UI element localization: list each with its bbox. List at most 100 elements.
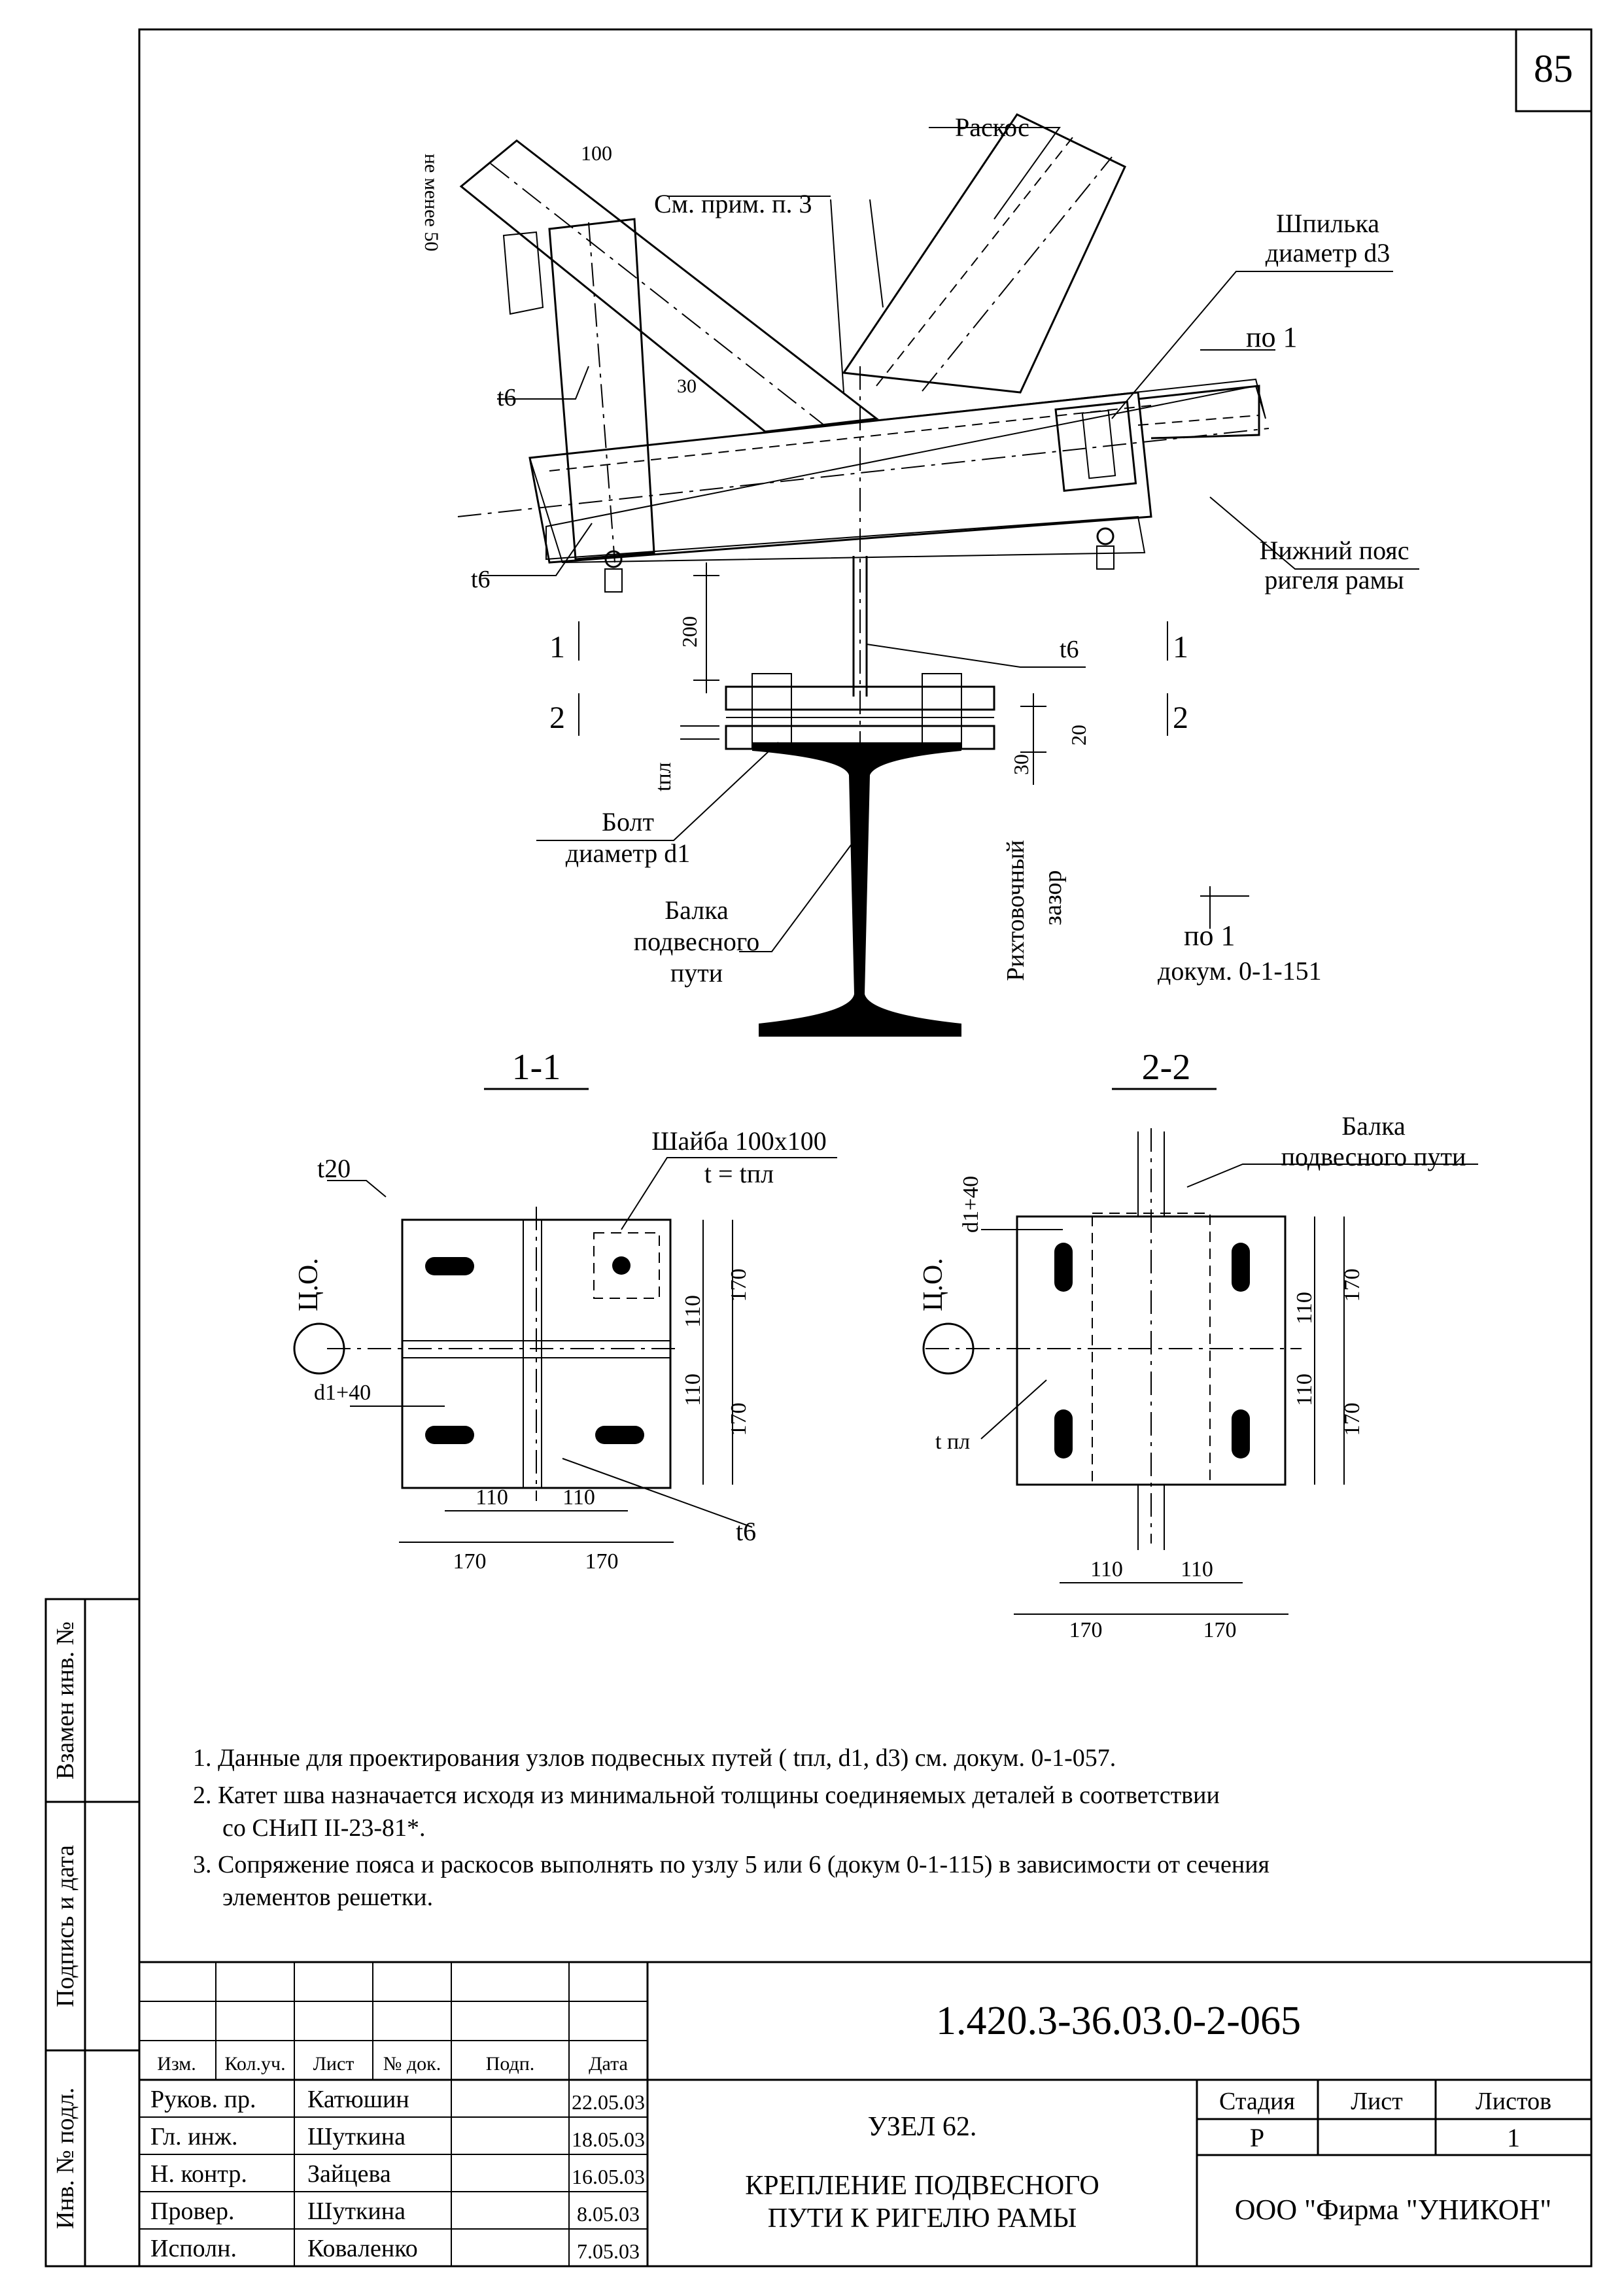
brace-left [459, 139, 879, 433]
i-beam-rail [752, 742, 961, 1037]
brace-right [842, 113, 1126, 394]
company-name: ООО "Фирма "УНИКОН" [1235, 2194, 1551, 2226]
label-t20: t20 [317, 1154, 351, 1183]
sheet-header: Лист [1351, 2088, 1403, 2115]
sheet-frame: 85 [138, 28, 1593, 2268]
label-t6-sec1: t6 [736, 1517, 756, 1546]
label-co-2: Ц.О. [918, 1258, 948, 1311]
section-1-right: 1 [1173, 630, 1188, 664]
header-date: Дата [589, 2053, 628, 2075]
dim-200: 200 [678, 616, 701, 647]
label-slot-1: d1+40 [314, 1381, 371, 1405]
dim-2-170b: 170 [1203, 1618, 1237, 1642]
signatory-role: Руков. пр. [150, 2086, 256, 2113]
signatory-name: Катюшин [307, 2086, 409, 2113]
section-2-left: 2 [549, 700, 565, 735]
dim-2-v170b: 170 [1340, 1403, 1364, 1436]
label-bolt-1: Болт [602, 807, 654, 837]
section-2-2-title: 2-2 [1142, 1047, 1191, 1088]
label-slot-2: d1+40 [959, 1176, 983, 1233]
label-beam2-2: подвесного пути [1281, 1142, 1466, 1171]
label-chord-2: ригеля рамы [1264, 565, 1404, 595]
side-stamps: Взамен инв. № Подпись и дата Инв. № подл… [44, 1598, 141, 2268]
section-1-1-title: 1-1 [512, 1047, 561, 1088]
signatory-row: Исполн. Коваленко 7.05.03 [150, 2235, 640, 2263]
label-raskos: Раскос [955, 112, 1029, 142]
bolts-top [604, 527, 1114, 593]
dim-1-110b: 110 [562, 1485, 595, 1510]
dim-100: 100 [581, 141, 612, 165]
dim-20: 20 [1067, 725, 1090, 746]
doc-code: 1.420.3-36.03.0-2-065 [936, 1999, 1301, 2043]
dim-2-v170a: 170 [1340, 1269, 1364, 1302]
signatory-role: Провер. [150, 2198, 235, 2225]
hanger-plate [852, 366, 868, 785]
signatory-row: Провер. Шуткина 8.05.03 [150, 2198, 640, 2226]
signatory-date: 16.05.03 [572, 2165, 645, 2188]
dim-2-v110a: 110 [1292, 1292, 1317, 1324]
note-item: 2. Катет шва назначается исходя из миним… [193, 1782, 1220, 1809]
label-gap-2: зазор [1039, 870, 1067, 925]
dim-2-110b: 110 [1181, 1557, 1213, 1581]
dim-1-h170a: 170 [727, 1269, 751, 1302]
section-1-left: 1 [549, 630, 565, 664]
dim-30-gap: 30 [1009, 754, 1033, 775]
label-see-note: См. прим. п. 3 [654, 189, 812, 218]
dim-30: 30 [677, 375, 697, 397]
label-beam-3: пути [670, 958, 723, 988]
header-sheet: Лист [313, 2053, 354, 2075]
label-bolt-2: диаметр d1 [566, 838, 691, 868]
dim-2-v110b: 110 [1292, 1373, 1317, 1406]
title-line-3: ПУТИ К РИГЕЛЮ РАМЫ [768, 2203, 1077, 2234]
dim-1-h170b: 170 [727, 1403, 751, 1436]
dim-1-h110a: 110 [681, 1295, 705, 1328]
label-tpl: t пл [935, 1430, 970, 1454]
header-doc-no: № док. [383, 2053, 441, 2075]
label-co-1: Ц.О. [294, 1258, 324, 1311]
note-item: элементов решетки. [222, 1884, 434, 1911]
stamp-replace-inv: Взамен инв. № [52, 1621, 79, 1780]
label-washer-2: t = tпл [704, 1159, 774, 1188]
header-change: Изм. [157, 2053, 196, 2075]
sheets-total-value: 1 [1507, 2123, 1520, 2152]
label-chord-1: Нижний пояс [1260, 536, 1409, 565]
title-line-2: КРЕПЛЕНИЕ ПОДВЕСНОГО [745, 2171, 1099, 2201]
label-view-ref-top: по 1 [1246, 321, 1298, 353]
stamp-inv-original: Инв. № подл. [52, 2088, 79, 2230]
signatory-row: Руков. пр. Катюшин 22.05.03 [150, 2086, 645, 2114]
label-doc-ref: докум. 0-1-151 [1158, 956, 1322, 986]
label-beam2-1: Балка [1341, 1111, 1406, 1141]
note-item: со СНиП II-23-81*. [222, 1814, 426, 1842]
page-number: 85 [1534, 47, 1573, 90]
dim-1-h110b: 110 [681, 1373, 705, 1406]
label-beam-1: Балка [665, 895, 729, 925]
section-2-2: 2-2 Балка подвесного пути d1+40 Ц.О. t п… [918, 1047, 1478, 1642]
section-markers [578, 349, 1275, 929]
section-1-1: 1-1 t20 Шайба 100x100 t = tпл Ц.О. d1+40… [293, 1047, 837, 1574]
signatory-role: Гл. инж. [150, 2123, 238, 2150]
label-beam-2: подвесного [634, 927, 760, 956]
title-block: Изм. Кол.уч. Лист № док. Подп. Дата Руко… [139, 1961, 1591, 2266]
dim-1-170b: 170 [585, 1549, 619, 1574]
label-t6-b: t6 [471, 566, 491, 593]
label-stud-2: диаметр d3 [1266, 238, 1391, 267]
signatory-role: Н. контр. [150, 2160, 247, 2188]
note-item: 3. Сопряжение пояса и раскосов выполнять… [193, 1851, 1270, 1878]
stage-header: Стадия [1219, 2088, 1295, 2115]
section-2-right: 2 [1173, 700, 1188, 735]
post-left [502, 218, 655, 563]
signatory-row: Гл. инж. Шуткина 18.05.03 [150, 2123, 645, 2151]
signatory-date: 22.05.03 [572, 2090, 645, 2114]
signatory-name: Зайцева [307, 2160, 391, 2188]
label-stud-1: Шпилька [1276, 209, 1379, 238]
label-not-less: не менее 50 [421, 154, 442, 251]
signatory-row: Н. контр. Зайцева 16.05.03 [150, 2160, 645, 2188]
signatory-name: Шуткина [307, 2123, 406, 2150]
signatory-name: Шуткина [307, 2198, 406, 2225]
header-signature: Подп. [486, 2053, 535, 2075]
label-t6-a: t6 [497, 384, 517, 411]
dim-1-170a: 170 [453, 1549, 487, 1574]
label-t-pl: tпл [651, 762, 676, 791]
main-node-view: Раскос См. прим. п. 3 Шпилька диаметр d3… [421, 112, 1419, 1037]
